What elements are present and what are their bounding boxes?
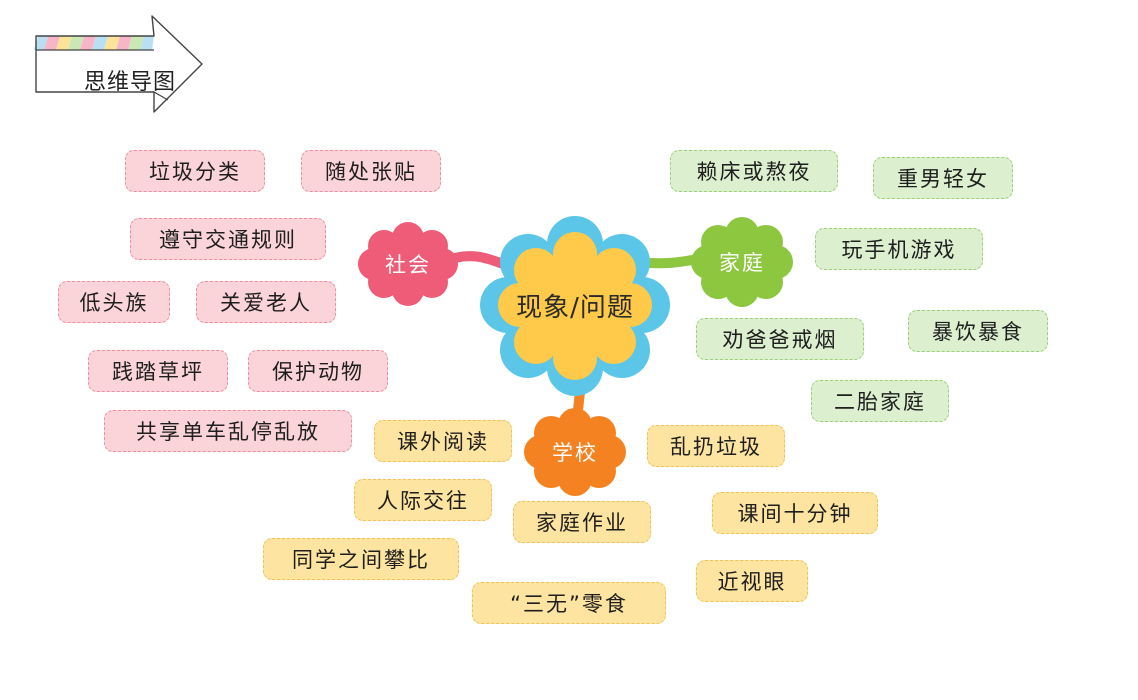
family-leaf: 玩手机游戏 [815,228,983,270]
school-node [524,408,626,496]
society-leaf: 关爱老人 [196,281,336,323]
society-leaf: 随处张贴 [301,150,441,192]
banner-title: 思维导图 [84,70,177,95]
society-leaf: 垃圾分类 [125,150,265,192]
school-leaf: 近视眼 [696,560,808,602]
banner-stripes [34,36,154,50]
society-leaf: 保护动物 [248,350,388,392]
society-leaf: 遵守交通规则 [130,218,326,260]
family-leaf: 劝爸爸戒烟 [696,318,864,360]
family-leaf: 二胎家庭 [811,380,949,422]
school-leaf: “三无”零食 [472,582,666,624]
school-leaf: 课外阅读 [374,420,512,462]
school-label: 学校 [552,441,598,465]
center-node [480,216,670,396]
school-leaf: 人际交往 [354,479,492,521]
banner-arrow-shape [34,15,203,113]
society-leaf: 践踏草坪 [88,350,228,392]
center-label: 现象/问题 [516,292,634,323]
school-leaf: 同学之间攀比 [263,538,459,580]
society-node [358,222,458,306]
family-label: 家庭 [719,251,765,275]
society-label: 社会 [385,253,431,277]
society-leaf: 共享单车乱停乱放 [104,410,352,452]
title-banner: 思维导图 [34,14,208,114]
family-leaf: 赖床或熬夜 [670,150,838,192]
school-leaf: 乱扔垃圾 [647,425,785,467]
family-leaf: 暴饮暴食 [908,310,1048,352]
school-leaf: 课间十分钟 [712,492,878,534]
society-leaf: 低头族 [58,281,170,323]
family-node [691,217,793,307]
school-leaf: 家庭作业 [513,501,651,543]
family-leaf: 重男轻女 [873,157,1013,199]
